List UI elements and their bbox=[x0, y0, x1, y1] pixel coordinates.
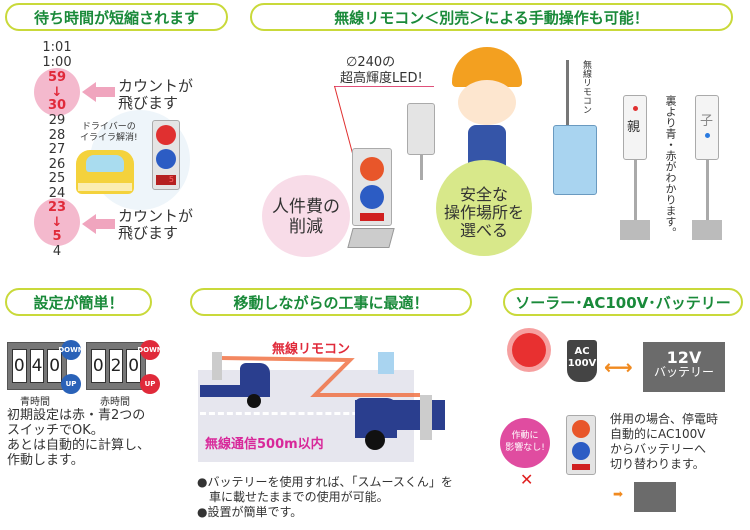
skip-label: カウントが飛びます bbox=[118, 207, 194, 242]
no-effect-badge: 作動に影響なし! bbox=[505, 431, 545, 453]
count-value: 1:01 bbox=[42, 40, 72, 55]
count-value: 25 bbox=[48, 171, 66, 186]
skip-circle-2 bbox=[34, 198, 80, 246]
wait-title: 待ち時間が短縮されます bbox=[5, 3, 228, 31]
blue-down-button[interactable]: DOWN bbox=[58, 340, 84, 360]
range-label: 無線通信500m以内 bbox=[205, 437, 324, 452]
arrow-left-icon bbox=[82, 82, 96, 102]
count-value: 59 bbox=[47, 70, 67, 85]
arrow-left-icon bbox=[82, 214, 96, 234]
count-value: 5 bbox=[52, 229, 62, 244]
parent-signal-icon bbox=[352, 148, 392, 226]
led-note: ∅240の超高輝度LED! bbox=[340, 55, 423, 86]
down-arrow-icon: ↓ bbox=[51, 85, 63, 100]
remote-control-icon bbox=[553, 125, 597, 195]
signal-icon bbox=[566, 415, 596, 475]
remote-label: 無線リモコン bbox=[581, 60, 591, 114]
remote-title: 無線リモコン＜別売＞による手動操作も可能！ bbox=[250, 3, 733, 31]
antenna-icon bbox=[566, 60, 569, 125]
count-value: 4 bbox=[52, 244, 62, 259]
moving-bullets: ●バッテリーを使用すれば、「スムースくん」を 車に載せたままでの使用が可能。●設… bbox=[197, 475, 453, 519]
car-icon bbox=[76, 150, 134, 194]
setting-desc: 初期設定は赤・青2つのスイッチでOK。あとは自動的に計算し、作動します。 bbox=[7, 408, 151, 468]
count-value: 30 bbox=[47, 98, 67, 113]
count-value: 27 bbox=[48, 142, 66, 157]
child-unit-icon bbox=[407, 103, 435, 155]
sun-icon bbox=[512, 333, 546, 367]
arrow-right-icon: ➡ bbox=[613, 487, 624, 501]
small-battery-icon bbox=[634, 482, 676, 512]
red-up-button[interactable]: UP bbox=[140, 374, 160, 394]
back-note: 裏より青・赤がわかります。 bbox=[664, 95, 677, 238]
child-unit-back: 子 bbox=[695, 95, 719, 160]
power-title: ソーラー･AC100V･バッテリー bbox=[503, 288, 743, 316]
driver-note: ドライバーのイライラ解消! bbox=[80, 122, 138, 143]
count-value: 29 bbox=[48, 113, 66, 128]
count-value: 28 bbox=[48, 128, 66, 143]
count-value: 1:00 bbox=[42, 55, 72, 70]
skip-label: カウントが飛びます bbox=[118, 77, 194, 112]
parent-unit-back: 親 bbox=[623, 95, 647, 160]
moving-title: 移動しながらの工事に最適！ bbox=[190, 288, 472, 316]
safe-location: 安全な操作場所を選べる bbox=[443, 185, 524, 240]
skip-circle-1 bbox=[34, 68, 80, 116]
remote-control-icon bbox=[378, 352, 394, 374]
red-down-button[interactable]: DOWN bbox=[137, 340, 163, 360]
lightning-signal-icon bbox=[220, 356, 420, 397]
remote-signal-label: 無線リモコン bbox=[272, 342, 351, 357]
count-value: 23 bbox=[47, 200, 67, 215]
cross-icon: ✕ bbox=[520, 470, 534, 489]
count-value: 24 bbox=[48, 186, 66, 201]
blue-time-label: 青時間 bbox=[20, 397, 50, 408]
cost-reduction: 人件費の削減 bbox=[272, 197, 340, 237]
blue-up-button[interactable]: UP bbox=[61, 374, 81, 394]
traffic-signal-icon: 5 bbox=[152, 120, 180, 190]
worker-face-icon bbox=[458, 80, 516, 125]
double-arrow-icon: ⟷ bbox=[604, 355, 633, 379]
solar-panel-icon bbox=[347, 228, 395, 248]
red-time-label: 赤時間 bbox=[100, 397, 130, 408]
count-value: 26 bbox=[48, 157, 66, 172]
down-arrow-icon: ↓ bbox=[51, 215, 63, 230]
setting-title: 設定が簡単！ bbox=[5, 288, 152, 316]
